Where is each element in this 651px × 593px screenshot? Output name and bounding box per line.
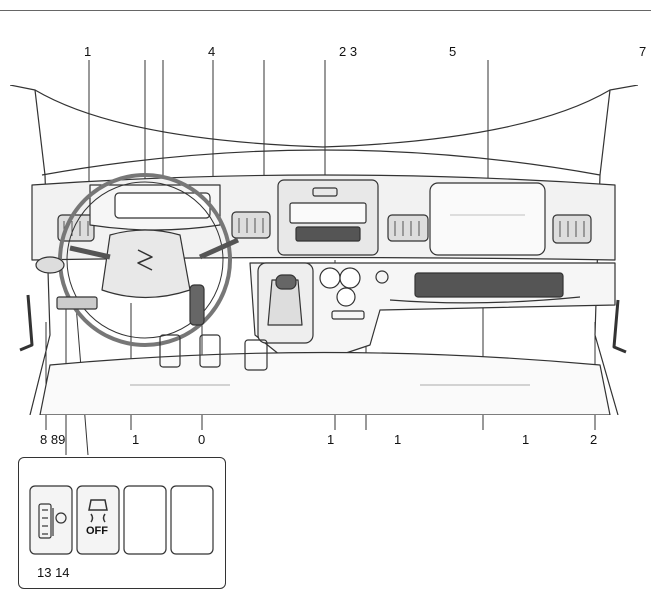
callout-bottom-8-89: 8 89 bbox=[40, 432, 66, 447]
callout-bottom-1d: 1 bbox=[522, 432, 530, 447]
callout-bottom-2: 2 bbox=[590, 432, 598, 447]
steering-wheel-icon bbox=[58, 173, 240, 347]
callout-bottom-1b: 1 bbox=[327, 432, 335, 447]
switch-panel-inset: OFF 13 14 bbox=[18, 457, 226, 589]
dashboard-illustration bbox=[10, 85, 638, 415]
callout-top-5: 5 bbox=[449, 44, 457, 59]
off-switch-label: OFF bbox=[86, 525, 108, 537]
headlight-leveling-icon bbox=[38, 503, 67, 539]
callout-inset-13-14: 13 14 bbox=[37, 565, 70, 580]
header-rule bbox=[0, 10, 651, 11]
callout-bottom-1a: 1 bbox=[132, 432, 140, 447]
callout-top-2-3: 2 3 bbox=[339, 44, 358, 59]
suzuki-logo-icon bbox=[137, 249, 153, 271]
inset-drawing bbox=[29, 485, 214, 555]
traction-control-off-icon bbox=[88, 499, 108, 523]
callout-top-7: 7 bbox=[639, 44, 647, 59]
callout-top-1: 1 bbox=[84, 44, 92, 59]
callout-bottom-1c: 1 bbox=[394, 432, 402, 447]
callout-bottom-0: 0 bbox=[198, 432, 206, 447]
callout-top-4: 4 bbox=[208, 44, 216, 59]
